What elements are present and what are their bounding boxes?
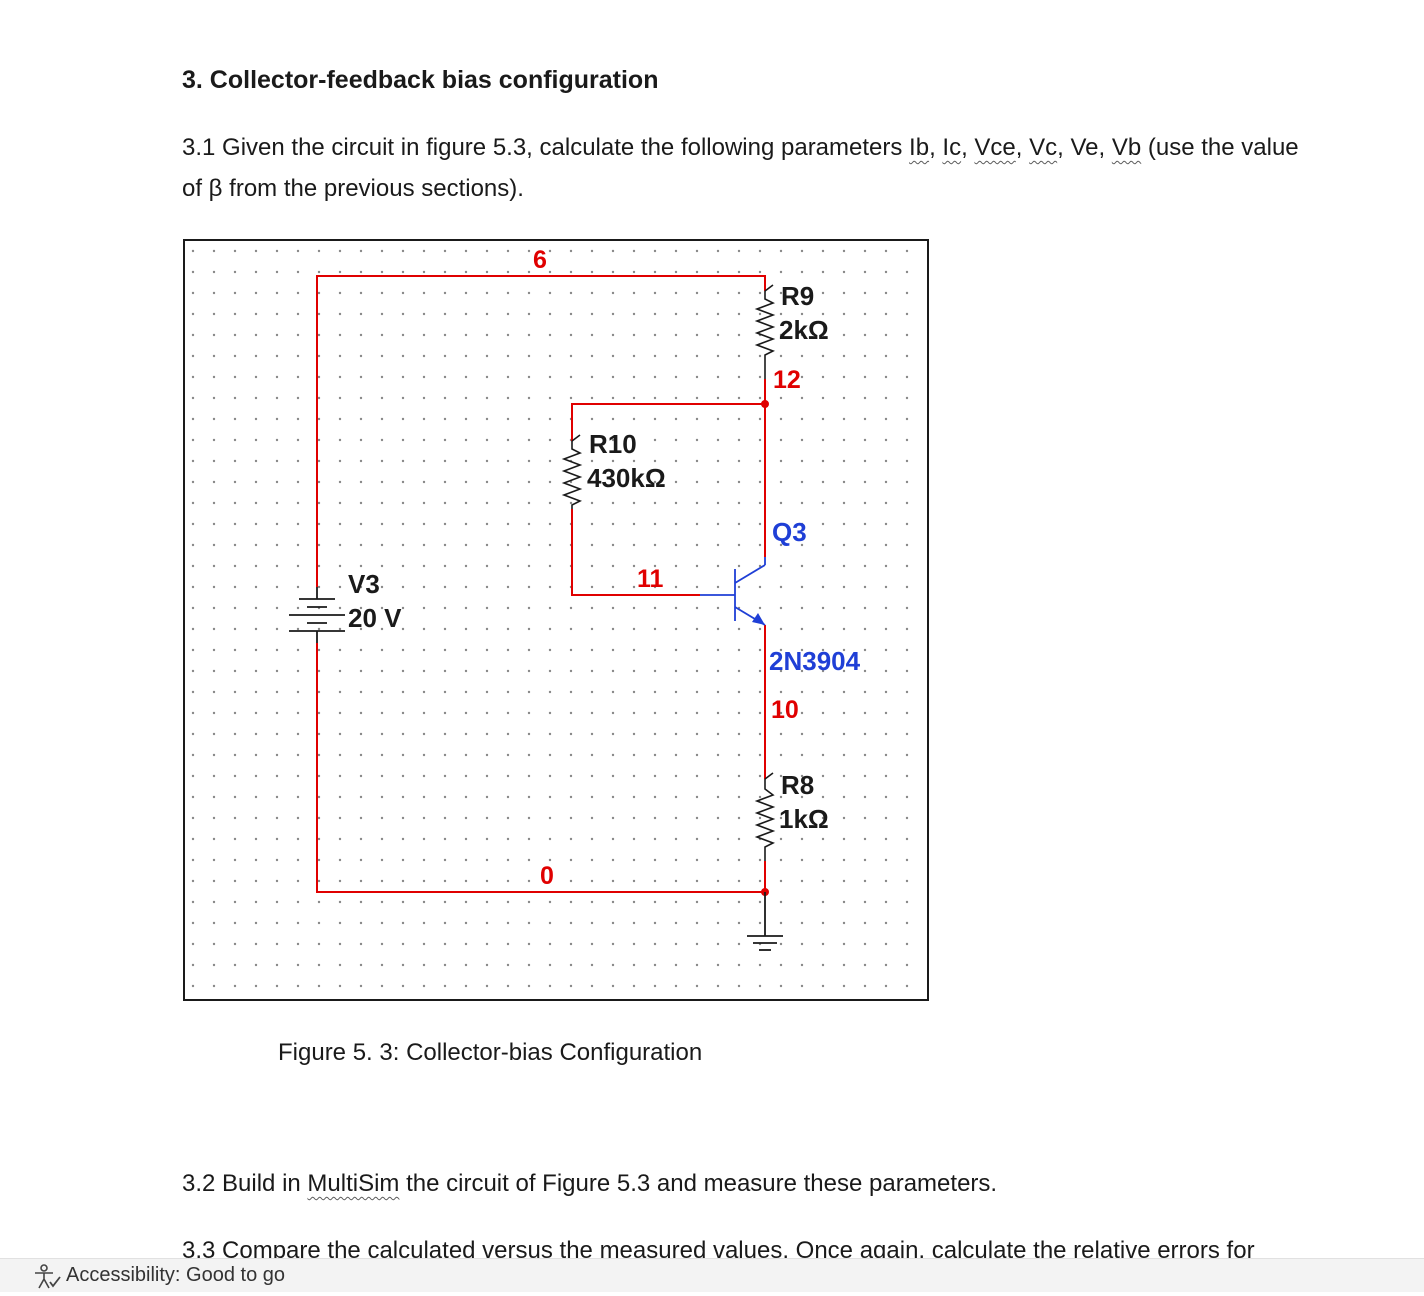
circuit-figure: 6 R9 2kΩ 12 R10 430kΩ Q3 11 V3 20 V 2N39… xyxy=(183,239,929,1001)
para-3-1-line-2: of β from the previous sections). xyxy=(182,175,524,202)
node-label-12: 12 xyxy=(773,366,801,394)
para-3-1-text-start: 3.1 Given the circuit in figure 5.3, cal… xyxy=(182,134,910,161)
para-3-1-text-end: (use the value xyxy=(1141,134,1299,161)
node-label-11: 11 xyxy=(637,565,664,593)
spell-flag-multisim[interactable]: MultiSim xyxy=(307,1170,400,1197)
figure-caption: Figure 5. 3: Collector-bias Configuratio… xyxy=(278,1039,703,1066)
node-label-0: 0 xyxy=(540,862,554,890)
r9-resistor-symbol[interactable] xyxy=(754,291,776,379)
r8-label-tick xyxy=(764,772,774,780)
para-3-1-sep-1: , xyxy=(929,134,943,161)
spell-flag-ic[interactable]: Ic xyxy=(942,134,962,161)
status-bar: Accessibility: Good to go xyxy=(0,1258,1424,1292)
para-3-2-text-end: the circuit of Figure 5.3 and measure th… xyxy=(399,1170,998,1197)
r10-label-tick xyxy=(571,434,581,442)
r9-label-tick xyxy=(764,284,774,292)
paragraph-3-3: 3.3 Compare the calculated versus the me… xyxy=(182,1237,1255,1258)
junction-node-12 xyxy=(761,400,769,408)
r10-value-label: 430kΩ xyxy=(587,463,666,493)
r8-value-label: 1kΩ xyxy=(779,804,829,834)
r8-ref-label: R8 xyxy=(781,770,814,800)
r9-value-label: 2kΩ xyxy=(779,315,829,345)
spell-flag-vc[interactable]: Vc xyxy=(1029,134,1058,161)
grid-dots xyxy=(186,242,926,998)
section-heading: 3. Collector-feedback bias configuration xyxy=(182,66,659,94)
node-label-6: 6 xyxy=(533,246,547,274)
wires xyxy=(316,275,766,893)
source-value-label: 20 V xyxy=(348,603,402,633)
paragraph-3-2: 3.2 Build in MultiSim the circuit of Fig… xyxy=(182,1163,997,1204)
r10-resistor-symbol[interactable] xyxy=(561,441,583,509)
wire-node-12-left xyxy=(571,403,765,441)
spell-flag-vce[interactable]: Vce xyxy=(974,134,1016,161)
para-3-1-sep-4: , Ve, xyxy=(1057,134,1112,161)
accessibility-icon[interactable] xyxy=(32,1262,62,1290)
emitter-arrow-icon xyxy=(752,613,765,625)
wire-node-11 xyxy=(571,509,700,596)
para-3-1-sep-2: , xyxy=(961,134,975,161)
source-ref-label: V3 xyxy=(348,569,380,599)
node-label-10: 10 xyxy=(771,696,799,724)
circuit-schematic: 6 R9 2kΩ 12 R10 430kΩ Q3 11 V3 20 V 2N39… xyxy=(183,239,929,1001)
spell-flag-ib[interactable]: Ib xyxy=(909,134,930,161)
transistor-model-label: 2N3904 xyxy=(769,646,861,676)
wire-node-0 xyxy=(316,643,765,893)
wire-node-6 xyxy=(316,275,766,587)
para-3-2-text-start: 3.2 Build in xyxy=(182,1170,308,1197)
spell-flag-vb[interactable]: Vb xyxy=(1111,134,1142,161)
r9-ref-label: R9 xyxy=(781,281,814,311)
para-3-1-sep-3: , xyxy=(1015,134,1030,161)
accessibility-status-text[interactable]: Accessibility: Good to go xyxy=(66,1264,285,1286)
r10-ref-label: R10 xyxy=(589,429,637,459)
paragraph-3-1: 3.1 Given the circuit in figure 5.3, cal… xyxy=(182,127,1299,209)
ground-icon xyxy=(747,892,783,951)
dc-source-symbol[interactable] xyxy=(289,587,345,643)
transistor-ref-label: Q3 xyxy=(772,517,807,547)
npn-transistor-symbol[interactable] xyxy=(700,557,766,626)
r8-resistor-symbol[interactable] xyxy=(754,779,776,861)
